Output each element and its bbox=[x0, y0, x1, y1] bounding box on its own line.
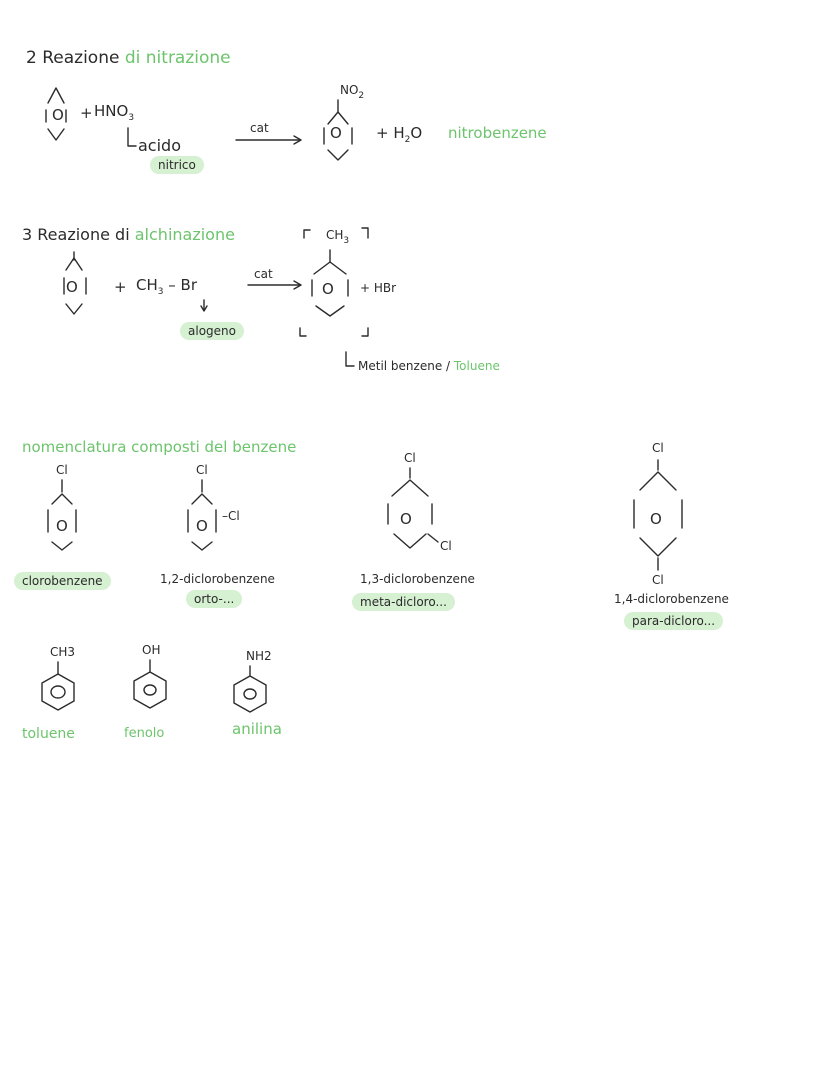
benzene-ring-label-3: O bbox=[66, 278, 78, 296]
alkylation-reagent: CH3 – Br bbox=[136, 276, 198, 297]
benzene-ring-label-4: O bbox=[322, 280, 334, 298]
nitrobenzene-name: nitrobenzene bbox=[448, 124, 547, 142]
benzene-ring-3 bbox=[63, 251, 87, 315]
byproduct-sub: 2 bbox=[404, 135, 411, 145]
alkylation-plus: + bbox=[114, 278, 127, 296]
acido-pointer bbox=[127, 127, 137, 147]
chloro-sub-2b: –Cl bbox=[222, 509, 240, 523]
nitro-group-sub: 2 bbox=[358, 91, 365, 101]
benzene-ring-label-1: O bbox=[52, 106, 64, 124]
section-2-title-a: Reazione bbox=[42, 48, 120, 68]
bracket-bottom-left bbox=[299, 327, 307, 337]
byproduct-o: O bbox=[410, 124, 423, 142]
benzene-ring-2 bbox=[323, 99, 353, 161]
chloro-sub-4a: Cl bbox=[652, 441, 664, 455]
chloro-sub-2a: Cl bbox=[196, 463, 208, 477]
acido-label: acido bbox=[138, 136, 181, 155]
metil-benzene: Metil benzene / bbox=[358, 359, 451, 373]
ring-label-c4: O bbox=[650, 510, 662, 528]
orto-alias: orto-... bbox=[186, 590, 243, 608]
diclorobenzene-12-name: 1,2-diclorobenzene bbox=[160, 572, 275, 586]
alogeno-pointer bbox=[200, 299, 208, 312]
benzene-ring-4 bbox=[311, 249, 349, 317]
section-2-number: 2 bbox=[26, 48, 37, 68]
chloro-sub-4b: Cl bbox=[652, 573, 664, 587]
benzene-ring-label-2: O bbox=[330, 124, 342, 142]
para-alias: para-dicloro... bbox=[624, 612, 724, 630]
fenolo-label: fenolo bbox=[124, 726, 165, 741]
bracket-left bbox=[303, 229, 311, 239]
anilina-label: anilina bbox=[232, 720, 282, 738]
nitrico-label: nitrico bbox=[150, 156, 204, 174]
alkylation-result: Metil benzene / Toluene bbox=[358, 360, 500, 372]
section-3-title-c: alchinazione bbox=[134, 225, 235, 244]
chloro-sub-3a: Cl bbox=[404, 451, 416, 465]
ring-compound-2 bbox=[187, 479, 217, 551]
nitration-byproduct: + H2O bbox=[376, 124, 423, 145]
chloro-sub-1: Cl bbox=[56, 463, 68, 477]
ring-label-c3: O bbox=[400, 510, 412, 528]
toluene-name: Toluene bbox=[453, 359, 500, 373]
ring-compound-1 bbox=[47, 479, 77, 551]
benzene-ring-1 bbox=[45, 87, 67, 141]
nitration-reagent: HNO3 bbox=[94, 102, 134, 123]
bracket-group-sub: 3 bbox=[343, 236, 350, 246]
clorobenzene-name: clorobenzene bbox=[14, 572, 111, 590]
nitration-plus: + bbox=[80, 104, 93, 122]
reagent-ch-sub: 3 bbox=[157, 287, 164, 297]
toluene-sub: CH3 bbox=[50, 645, 76, 659]
ring-fenolo bbox=[133, 659, 167, 709]
alkylation-catalyst: cat bbox=[254, 267, 273, 281]
toluene-label: toluene bbox=[22, 726, 75, 742]
anilina-sub: NH2 bbox=[246, 649, 272, 663]
bracket-bottom-right bbox=[361, 327, 369, 337]
ring-compound-3 bbox=[387, 467, 439, 549]
alogeno-label: alogeno bbox=[180, 322, 244, 340]
bracket-right bbox=[361, 227, 369, 239]
result-pointer bbox=[345, 351, 355, 367]
nitro-group-label: NO2 bbox=[340, 83, 364, 101]
diclorobenzene-14-name: 1,4-diclorobenzene bbox=[614, 592, 729, 606]
bracket-group-label: CH3 bbox=[326, 228, 349, 246]
diclorobenzene-13-name: 1,3-diclorobenzene bbox=[360, 572, 475, 586]
reagent-ch: CH bbox=[136, 276, 158, 294]
reagent-hno: HNO bbox=[94, 102, 129, 120]
section-2-title: 2 Reazione di nitrazione bbox=[26, 50, 231, 67]
nitration-arrow bbox=[235, 135, 302, 145]
nitro-group: NO bbox=[340, 83, 359, 97]
section-3-number: 3 bbox=[22, 225, 33, 244]
alkylation-byproduct: + HBr bbox=[360, 281, 397, 295]
alkylation-arrow bbox=[247, 280, 302, 290]
bracket-group: CH bbox=[326, 228, 344, 242]
ring-toluene bbox=[41, 661, 75, 711]
ring-label-c2: O bbox=[196, 517, 208, 535]
section-2-title-b: di nitrazione bbox=[124, 48, 231, 68]
section-3-title: 3 Reazione di alchinazione bbox=[22, 227, 235, 243]
byproduct-h: + H bbox=[376, 124, 405, 142]
meta-alias: meta-dicloro... bbox=[352, 593, 455, 611]
reagent-br: – Br bbox=[168, 276, 198, 294]
fenolo-sub: OH bbox=[142, 643, 161, 657]
ring-label-c1: O bbox=[56, 517, 68, 535]
nitration-catalyst: cat bbox=[250, 121, 269, 135]
reagent-sub: 3 bbox=[128, 113, 135, 123]
ring-compound-4 bbox=[633, 459, 683, 571]
section-3-title-a: Reazione bbox=[37, 225, 110, 244]
section-3-title-b: di bbox=[115, 225, 130, 244]
chloro-sub-3b: Cl bbox=[440, 539, 452, 553]
ring-anilina bbox=[233, 665, 267, 713]
nomenclature-title: nomenclatura composti del benzene bbox=[22, 438, 297, 456]
